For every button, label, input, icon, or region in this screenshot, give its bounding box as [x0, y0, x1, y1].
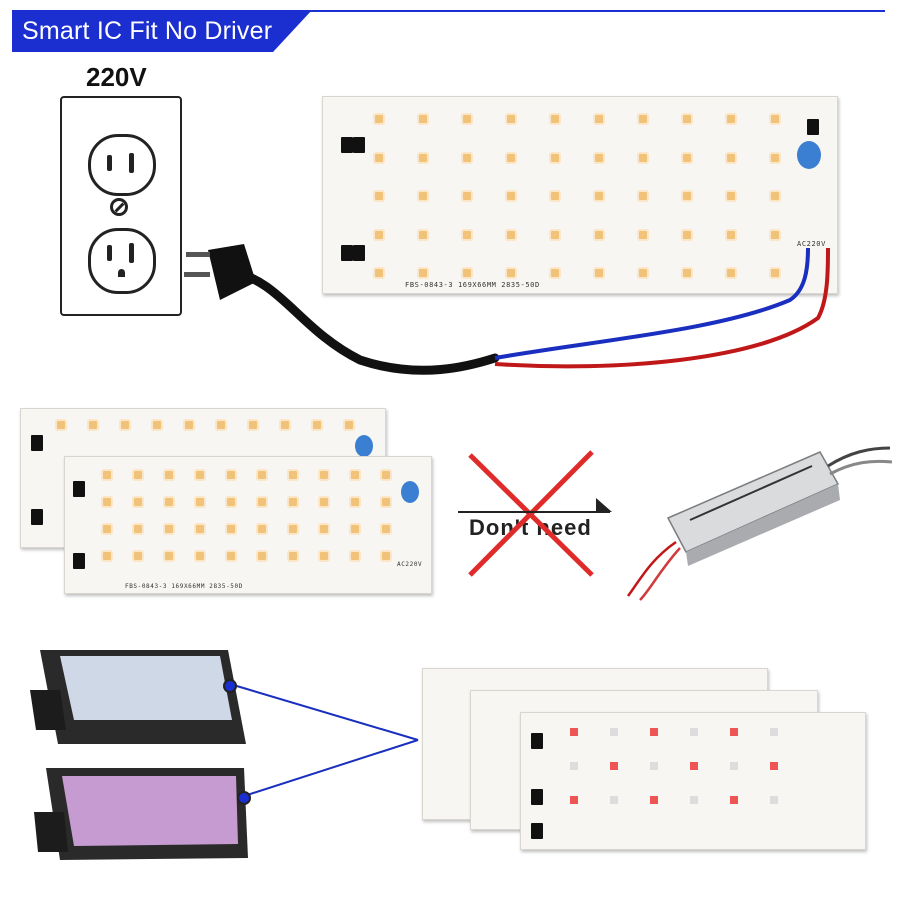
stacked-board-ac-label: AC220V	[397, 561, 423, 568]
connector-line-bottom	[243, 739, 419, 797]
driver-ic-chip	[341, 137, 353, 153]
main-led-board: FBS-0843-3 169X66MM 2835-50D AC220V	[322, 96, 838, 294]
wall-outlet-icon	[60, 96, 182, 316]
voltage-label: 220V	[86, 62, 147, 92]
driver-ic-chip	[353, 137, 365, 153]
dont-need-label: Don't need	[469, 515, 592, 540]
capacitor	[797, 141, 821, 169]
title-banner	[12, 10, 312, 52]
arrow-head-icon	[596, 498, 612, 512]
led-driver-icon	[626, 446, 893, 601]
socket-top	[88, 134, 156, 196]
plug-icon	[184, 244, 256, 300]
floodlight-rgb-icon	[34, 768, 251, 860]
driver-ic-chip	[341, 245, 353, 261]
cross-icon	[468, 450, 594, 577]
power-cord	[227, 267, 500, 375]
floodlight-white-icon	[30, 650, 246, 744]
red-wire	[494, 247, 830, 369]
stacked-board-silkscreen: FBS-0843-3 169X66MM 2835-50D	[125, 583, 243, 590]
blue-wire	[494, 247, 810, 360]
driver-ic-chip	[353, 245, 365, 261]
stacked-led-board-front: FBS-0843-3 169X66MM 2835-50D AC220V	[64, 456, 432, 594]
rectifier-chip	[807, 119, 819, 135]
screw-icon	[110, 198, 128, 216]
board-silkscreen: FBS-0843-3 169X66MM 2835-50D	[405, 281, 540, 289]
bottom-board-leds	[570, 728, 778, 804]
board-ac-label: AC220V	[797, 240, 826, 248]
title-banner-text: Smart IC Fit No Driver	[22, 17, 273, 45]
title-underline	[300, 10, 885, 12]
connector-line-top	[229, 683, 419, 741]
socket-bottom	[88, 228, 156, 294]
